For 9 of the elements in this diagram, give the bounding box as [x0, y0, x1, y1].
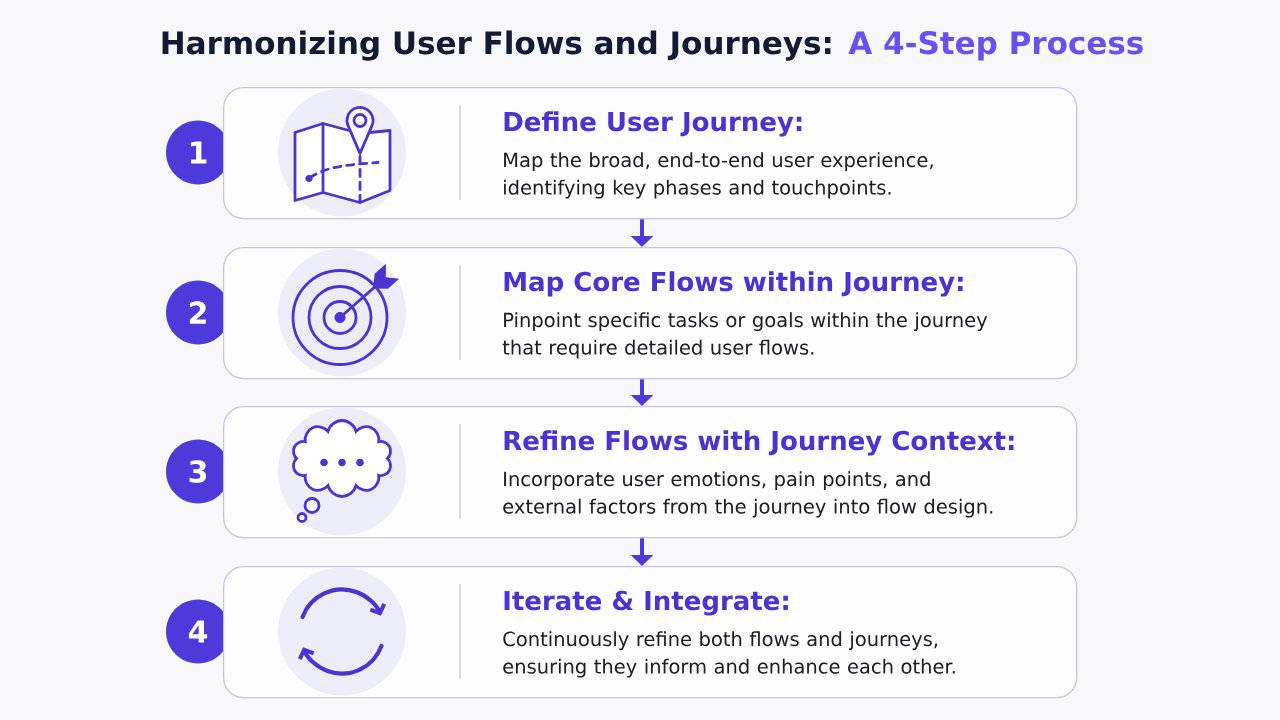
- step-description: Map the broad, end-to-end user experience, identifying key phases and touchpoints.: [504, 152, 933, 199]
- step-heading: Define User Journey:: [504, 111, 802, 137]
- step-description: Continuously refine both flows and journeys, ensuring they inform and enhance each other.: [503, 631, 955, 678]
- step-heading: Map Core Flows within Journey:: [504, 271, 963, 297]
- step-heading: Refine Flows with Journey Context:: [504, 430, 1014, 456]
- step-description: Incorporate user emotions, pain points, and external factors from the journey into flow design.: [503, 471, 993, 518]
- title: Harmonizing User Flows and Journeys: A 4-Step Process: [162, 30, 1143, 61]
- step-heading: Iterate & Integrate:: [504, 590, 788, 616]
- step-description: Pinpoint specific tasks or goals within the journey that require detailed user flows.: [502, 312, 988, 359]
